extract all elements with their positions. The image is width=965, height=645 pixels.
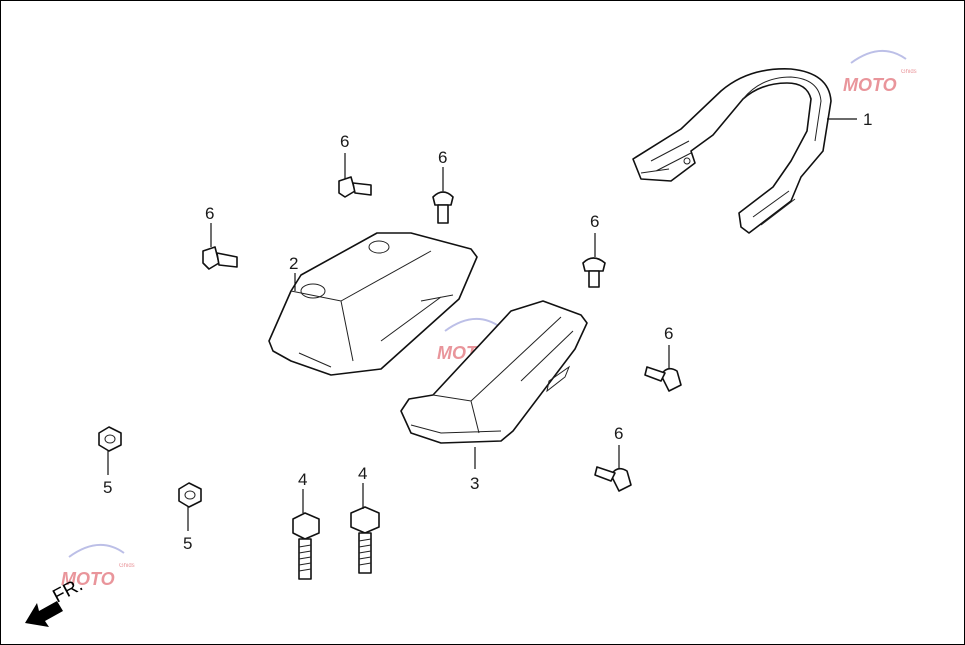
watermark-bottom-left: MOTO Ghids (61, 544, 135, 589)
callout-5b: 5 (183, 534, 192, 553)
callout-4a: 4 (298, 470, 307, 489)
grab-rail-part (632, 68, 832, 234)
direction-arrow-icon (25, 601, 63, 627)
callout-4b: 4 (358, 464, 367, 483)
callout-2: 2 (289, 254, 298, 273)
screw-6a-part (338, 176, 372, 198)
screw-6c-part (202, 246, 238, 270)
watermark-top-right: MOTO Ghids (843, 50, 917, 95)
nut-5a-part (98, 426, 122, 452)
callout-6f: 6 (614, 424, 623, 443)
callout-5a: 5 (103, 478, 112, 497)
screw-6e-part (644, 366, 682, 392)
svg-text:Ghids: Ghids (119, 563, 135, 569)
front-direction-indicator: FR. (25, 575, 86, 627)
callout-6a: 6 (340, 132, 349, 151)
side-cover-left-part (268, 232, 478, 376)
svg-text:MOTO: MOTO (843, 75, 897, 95)
screw-6f-part (594, 466, 632, 492)
screw-6d-part (582, 257, 606, 288)
svg-text:MOTO: MOTO (61, 569, 115, 589)
side-cover-right-part (400, 300, 588, 444)
callout-6e: 6 (664, 324, 673, 343)
callout-3: 3 (470, 474, 479, 493)
bolt-4a-part (292, 512, 320, 580)
screw-6b-part (432, 191, 454, 224)
callout-6d: 6 (590, 212, 599, 231)
callout-6c: 6 (205, 204, 214, 223)
callout-1: 1 (863, 110, 872, 129)
svg-text:Ghids: Ghids (901, 69, 917, 75)
callout-6b: 6 (438, 148, 447, 167)
leader-lines (107, 118, 857, 531)
nut-5b-part (178, 482, 202, 508)
bolt-4b-part (350, 506, 380, 574)
